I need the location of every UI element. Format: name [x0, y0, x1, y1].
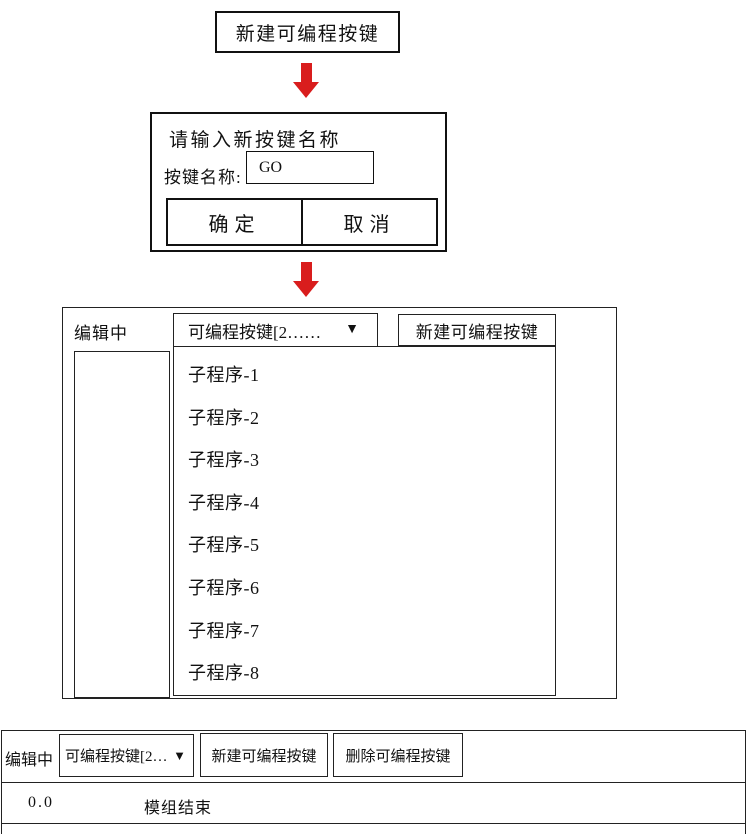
- program-area-panel: [74, 351, 170, 698]
- dropdown-value: 可编程按键[2…: [65, 749, 168, 765]
- statement-text: 模组结束: [144, 800, 213, 817]
- caret-down-icon: ▼: [173, 747, 186, 763]
- programmable-key-dropdown[interactable]: 可编程按键[2…… ▼: [173, 313, 378, 347]
- arrow-head: [293, 82, 319, 98]
- list-item[interactable]: 子程序-5: [188, 535, 260, 556]
- list-item[interactable]: 子程序-8: [188, 663, 260, 684]
- new-programmable-key-flow-box[interactable]: 新建可编程按键: [215, 11, 400, 53]
- ok-button[interactable]: 确定: [168, 200, 303, 244]
- new-key-button-label: 新建可编程按键: [415, 322, 539, 342]
- new-programmable-key-button[interactable]: 新建可编程按键: [398, 314, 556, 346]
- new-programmable-key-button[interactable]: 新建可编程按键: [200, 733, 328, 777]
- new-key-button-label: 新建可编程按键: [211, 748, 317, 765]
- list-item[interactable]: 子程序-1: [188, 365, 260, 385]
- key-name-label: 按键名称:: [164, 168, 242, 187]
- new-key-name-dialog: 请输入新按键名称 按键名称: 确定 取消: [150, 112, 447, 252]
- arrow-head: [293, 281, 319, 297]
- programmable-key-dropdown[interactable]: 可编程按键[2… ▼: [59, 734, 194, 777]
- cancel-button[interactable]: 取消: [343, 213, 396, 236]
- delete-programmable-key-button[interactable]: 删除可编程按键: [333, 733, 463, 777]
- key-name-input[interactable]: [246, 151, 374, 184]
- flow-box-label: 新建可编程按键: [235, 23, 380, 45]
- list-item[interactable]: 子程序-2: [188, 407, 260, 428]
- arrow-shaft: [300, 262, 312, 281]
- bottom-editor-panel: 编辑中 可编程按键[2… ▼ 新建可编程按键 删除可编程按键 0.0 模组结束: [1, 730, 746, 834]
- down-arrow-icon: [293, 63, 319, 98]
- arrow-shaft: [300, 63, 312, 82]
- list-item[interactable]: 子程序-4: [188, 492, 260, 513]
- line-number: 0.0: [28, 794, 54, 811]
- dialog-title: 请输入新按键名称: [169, 130, 342, 151]
- toolbar: 编辑中 可编程按键[2… ▼ 新建可编程按键 删除可编程按键: [2, 731, 745, 783]
- delete-key-button-label: 删除可编程按键: [345, 748, 451, 765]
- list-item[interactable]: 子程序-6: [188, 577, 260, 598]
- editor-panel: 编辑中 可编程按键[2…… ▼ 新建可编程按键 子程序-1 子程序-2 子程序-…: [62, 307, 617, 699]
- dropdown-value: 可编程按键[2……: [188, 322, 322, 342]
- caret-down-icon: ▼: [345, 322, 359, 337]
- program-line-row[interactable]: 0.0 模组结束: [2, 783, 745, 824]
- subroutine-dropdown-list: 子程序-1 子程序-2 子程序-3 子程序-4 子程序-5 子程序-6 子程序-…: [173, 346, 556, 696]
- editing-status-label: 编辑中: [5, 752, 54, 769]
- dialog-button-bar: 确定 取消: [166, 198, 438, 246]
- empty-program-row: [2, 824, 745, 835]
- list-item[interactable]: 子程序-3: [188, 450, 260, 471]
- list-item[interactable]: 子程序-7: [188, 620, 260, 641]
- editing-status-label: 编辑中: [74, 324, 128, 343]
- down-arrow-icon: [293, 262, 319, 297]
